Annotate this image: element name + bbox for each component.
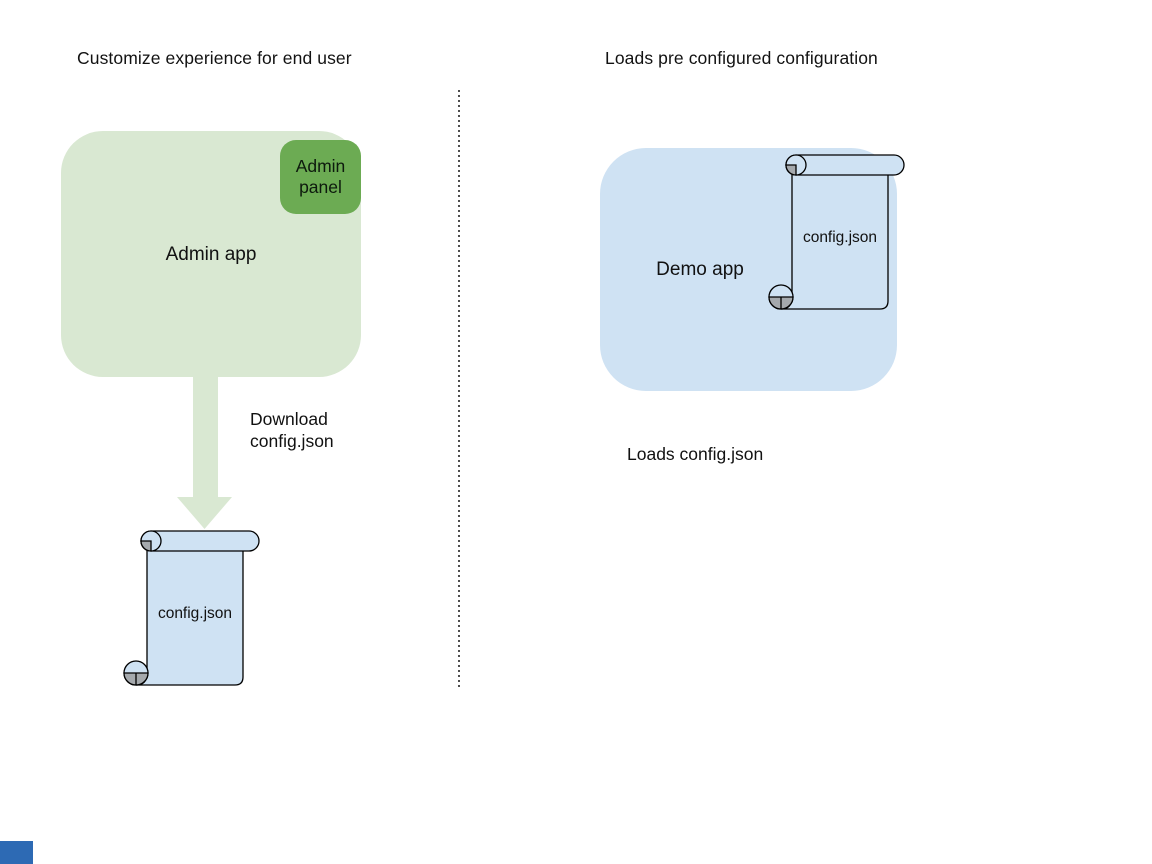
scroll-top-curl-shade (140, 540, 152, 552)
right-section-title: Loads pre configured configuration (605, 48, 878, 68)
scroll-top-curl (140, 530, 162, 552)
admin-panel-label: Admin panel (295, 156, 346, 197)
section-divider (458, 90, 460, 687)
loads-config-caption: Loads config.json (627, 444, 764, 464)
corner-blue-square (0, 841, 33, 864)
config-file-label: config.json (157, 605, 233, 622)
download-arrow-label: Download config.json (250, 409, 334, 451)
admin-panel-badge: Admin panel (280, 140, 361, 214)
scroll-bottom-curl (123, 660, 149, 686)
download-arrow (177, 374, 232, 529)
scroll-bottom-curl-shade (123, 672, 149, 686)
demo-app-box (600, 148, 897, 391)
scroll-top-bar (140, 530, 260, 552)
admin-app-label: Admin app (165, 244, 257, 265)
demo-app-label: Demo app (656, 259, 744, 280)
left-section-title: Customize experience for end user (77, 48, 352, 68)
config-file-label: config.json (802, 229, 878, 246)
